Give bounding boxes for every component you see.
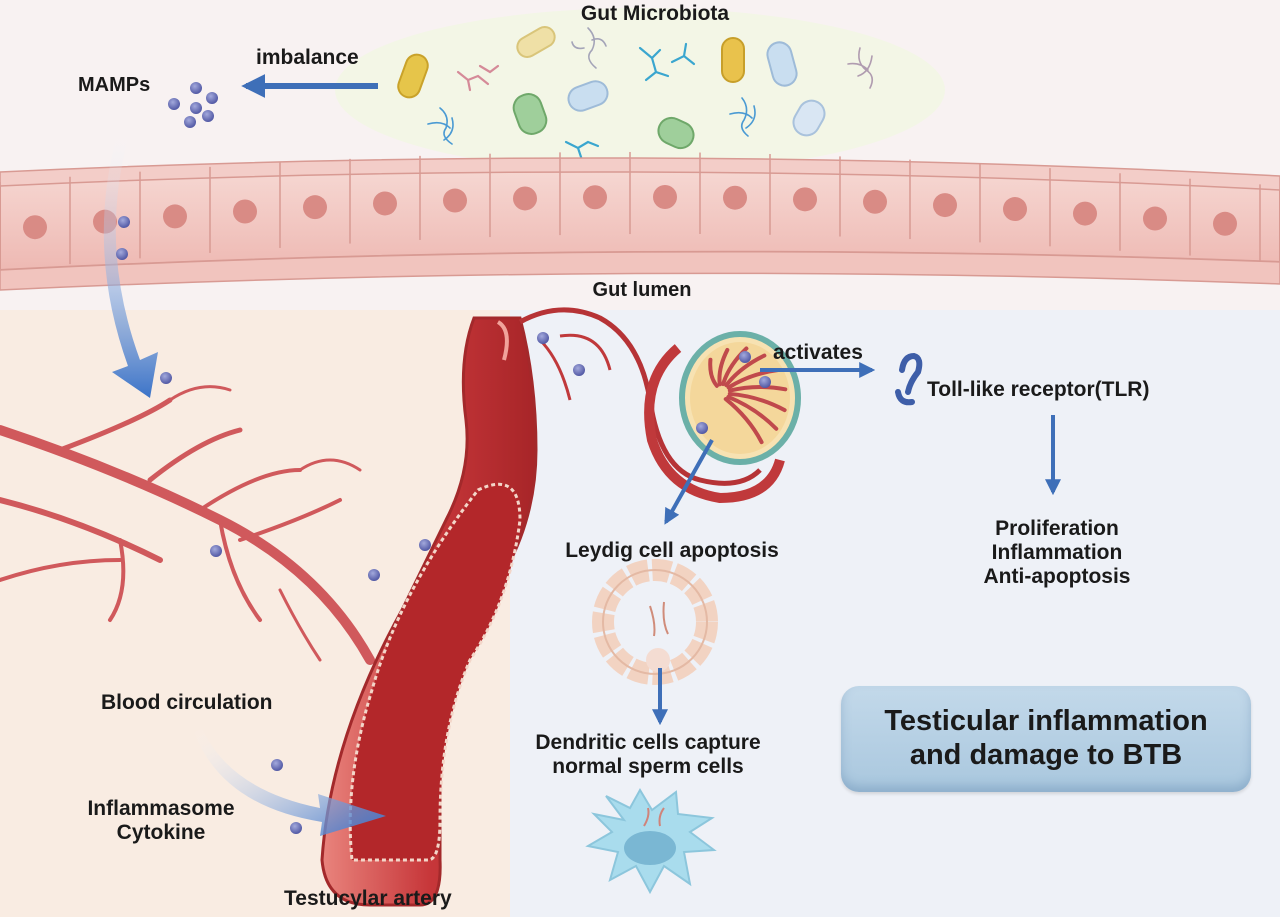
outcome-callout: Testicular inflammation and damage to BT… [841, 686, 1251, 792]
effect-proliferation: Proliferation [995, 517, 1119, 540]
gut-lumen-label: Gut lumen [592, 279, 692, 301]
flow-arrow [103, 124, 158, 398]
bacteria-icon [397, 26, 826, 150]
testis-icon [644, 331, 801, 504]
dendritic-line-2: normal sperm cells [552, 755, 744, 779]
dendritic-cell-icon [585, 788, 717, 895]
tlr-receptor-icon [895, 352, 923, 406]
effects-list: Proliferation Inflammation Anti-apoptosi… [984, 517, 1131, 589]
blood-circulation-label: Blood circulation [101, 691, 273, 714]
capillary-icon [0, 385, 375, 665]
leydig-label: Leydig cell apoptosis [565, 539, 779, 562]
dendritic-label: Dendritic cells capture normal sperm cel… [535, 731, 760, 779]
tlr-label: Toll-like receptor(TLR) [927, 378, 1150, 401]
mamps-label: MAMPs [78, 74, 151, 96]
cytokine-label: Cytokine [116, 821, 206, 845]
effect-anti-apoptosis: Anti-apoptosis [983, 565, 1131, 589]
leydig-arrow [664, 439, 714, 525]
mamp-particle-icon [168, 82, 218, 128]
outcome-text: Testicular inflammation and damage to BT… [841, 705, 1251, 773]
dendritic-line-1: Dendritic cells capture [535, 731, 761, 754]
activates-label: activates [773, 341, 863, 364]
mamp-particle-icon [116, 216, 172, 384]
inflammasome-cytokine-label: Inflammasome Cytokine [87, 797, 234, 845]
microbiota-cloud [335, 8, 945, 172]
mamp-particle-icon [537, 332, 585, 376]
seminiferous-tubule-icon [592, 559, 718, 685]
gut-microbiota-label: Gut Microbiota [580, 2, 730, 25]
imbalance-label: imbalance [256, 46, 359, 69]
artery-label: Testucylar artery [284, 887, 452, 910]
epithelium-cell-icon [0, 151, 1261, 270]
outcome-line-2: and damage to BTB [909, 738, 1183, 771]
epithelium-cell-icon [0, 157, 1280, 291]
effect-inflammation: Inflammation [991, 541, 1123, 565]
circulation-arrow [194, 728, 386, 836]
inflammasome-label: Inflammasome [87, 797, 235, 820]
outcome-line-1: Testicular inflammation [884, 705, 1208, 737]
artery-icon [320, 307, 762, 907]
